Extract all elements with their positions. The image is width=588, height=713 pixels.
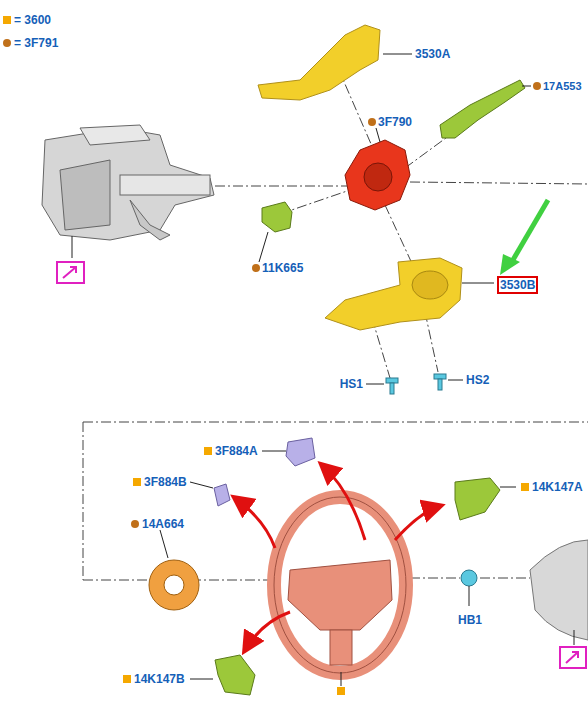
legend-swatch	[3, 39, 11, 47]
link-icon	[57, 262, 84, 283]
callout-number: HB1	[458, 612, 482, 628]
legend-text: = 3F791	[14, 35, 58, 51]
callout-number: 3F790	[378, 114, 412, 130]
callout-number: 3530B	[499, 278, 536, 292]
legend-text: = 3600	[14, 12, 51, 28]
callout-number: 17A553	[543, 78, 582, 94]
callout-box: 3530B	[497, 276, 538, 294]
callout-number: 3F884A	[215, 443, 258, 459]
callout-number: 3530A	[415, 46, 450, 62]
callout-number: 14K147A	[532, 479, 583, 495]
legend-swatch	[3, 16, 11, 24]
link-icon	[560, 647, 586, 668]
callout-number: HS1	[340, 376, 363, 392]
callout-number: 3F884B	[144, 474, 187, 490]
callout-number: 11K665	[262, 260, 303, 276]
callout-number: 14A664	[142, 516, 184, 532]
callout-number: 14K147B	[134, 671, 185, 687]
callout-number: HS2	[466, 372, 489, 388]
